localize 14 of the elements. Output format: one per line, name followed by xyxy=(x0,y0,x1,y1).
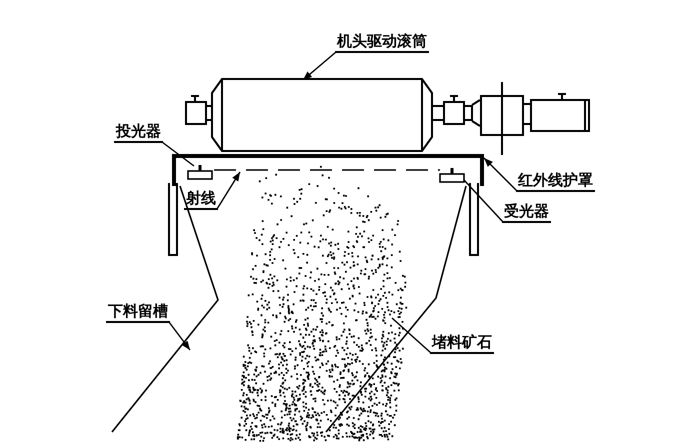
leader-line xyxy=(484,158,518,192)
part-label: 射线 xyxy=(184,189,218,210)
part-label: 下料留槽 xyxy=(106,302,170,323)
leader-line xyxy=(216,172,241,210)
part-label: 投光器 xyxy=(114,122,163,143)
leader-line xyxy=(162,141,194,167)
leader-line xyxy=(168,322,191,350)
leader-line xyxy=(392,317,432,354)
leader-line xyxy=(463,180,504,222)
part-label: 受光器 xyxy=(502,202,551,223)
part-label: 机头驱动滚筒 xyxy=(335,32,429,53)
part-label: 红外线护罩 xyxy=(516,171,595,192)
leader-line xyxy=(302,51,336,81)
part-label: 堵料矿石 xyxy=(430,333,494,354)
